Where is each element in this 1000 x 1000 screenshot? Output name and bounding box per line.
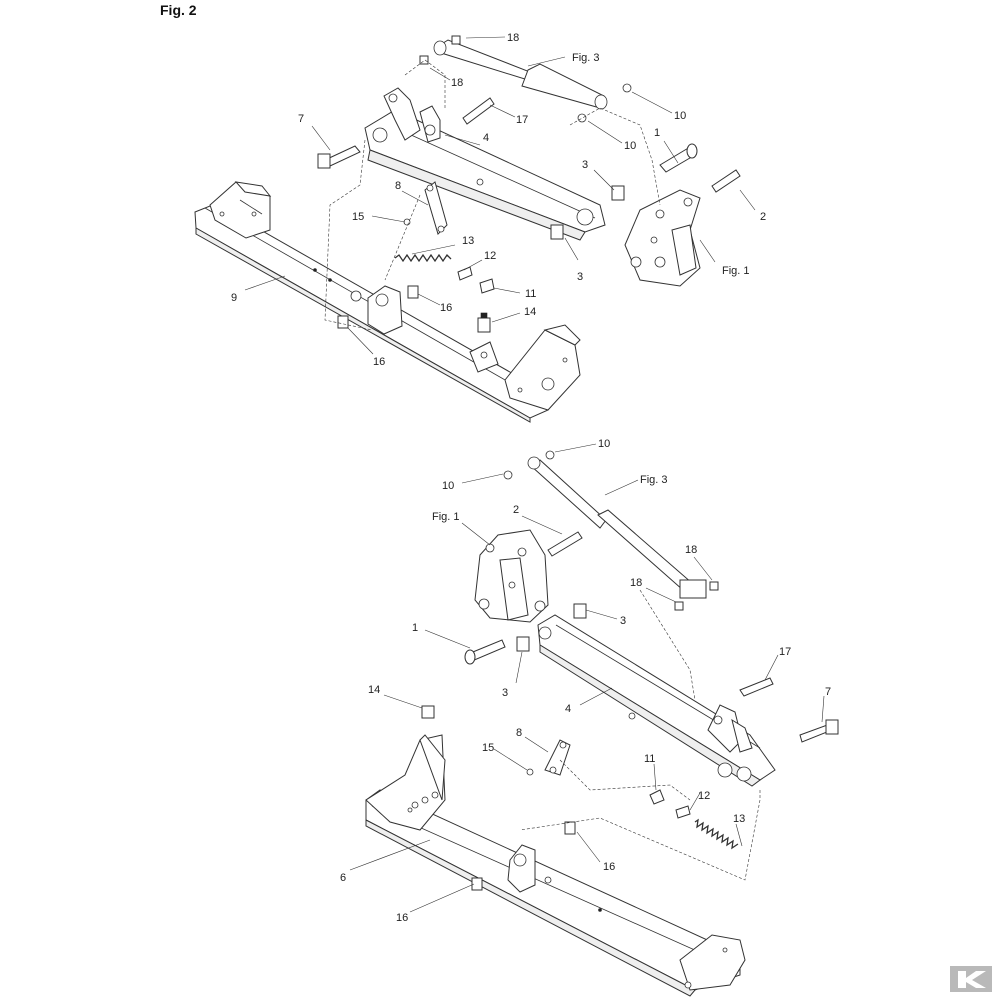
bottom-callout: 3 bbox=[620, 615, 626, 627]
bottom-callout: 10 bbox=[442, 480, 454, 492]
kramp-logo-icon bbox=[950, 966, 992, 992]
top-callout: 10 bbox=[624, 140, 636, 152]
top-callout: 1 bbox=[654, 127, 660, 139]
top-figref-2: Fig. 1 bbox=[722, 265, 750, 277]
bottom-callout: 18 bbox=[630, 577, 642, 589]
bottom-frame-beam bbox=[365, 734, 746, 997]
top-callout: 8 bbox=[395, 180, 401, 192]
bottom-arm bbox=[537, 614, 776, 787]
bottom-labels: Fig. 3 Fig. 1 10 10 2 18 18 3 1 3 4 17 7… bbox=[340, 438, 831, 924]
top-gas-strut bbox=[433, 35, 608, 110]
bottom-figref-1: Fig. 3 bbox=[640, 474, 668, 486]
bottom-callout: 10 bbox=[598, 438, 610, 450]
top-callout: 12 bbox=[484, 250, 496, 262]
bottom-leaders bbox=[349, 443, 825, 913]
bottom-bracket-fig1 bbox=[474, 529, 549, 623]
bottom-callout: 14 bbox=[368, 684, 380, 696]
top-callout: 18 bbox=[507, 32, 519, 44]
top-callout: 13 bbox=[462, 235, 474, 247]
top-callout: 3 bbox=[582, 159, 588, 171]
bottom-callout: 12 bbox=[698, 790, 710, 802]
bottom-callout: 16 bbox=[396, 912, 408, 924]
top-figref-1: Fig. 3 bbox=[572, 52, 600, 64]
top-callout: 14 bbox=[524, 306, 536, 318]
bottom-callout: 3 bbox=[502, 687, 508, 699]
top-callout: 2 bbox=[760, 211, 766, 223]
top-callout: 3 bbox=[577, 271, 583, 283]
bottom-gas-strut bbox=[527, 456, 707, 599]
top-callout: 4 bbox=[483, 132, 489, 144]
top-arm bbox=[364, 87, 606, 241]
top-frame-beam bbox=[194, 181, 581, 423]
bottom-callout: 16 bbox=[603, 861, 615, 873]
top-callout: 7 bbox=[298, 113, 304, 125]
bottom-callout: 4 bbox=[565, 703, 571, 715]
bottom-callout: 17 bbox=[779, 646, 791, 658]
bottom-callout: 7 bbox=[825, 686, 831, 698]
top-bracket-fig1 bbox=[624, 189, 701, 287]
top-callout: 16 bbox=[440, 302, 452, 314]
top-callout: 15 bbox=[352, 211, 364, 223]
bottom-callout: 8 bbox=[516, 727, 522, 739]
bottom-callout: 2 bbox=[513, 504, 519, 516]
top-leaders bbox=[244, 36, 756, 355]
bottom-alignment-lines bbox=[519, 589, 761, 881]
bottom-callout: 6 bbox=[340, 872, 346, 884]
bottom-assembly: Fig. 3 Fig. 1 10 10 2 18 18 3 1 3 4 17 7… bbox=[340, 438, 839, 997]
bottom-small-parts bbox=[421, 450, 839, 891]
top-alignment-lines bbox=[324, 59, 661, 331]
bottom-callout: 11 bbox=[644, 753, 655, 765]
top-callout: 17 bbox=[516, 114, 528, 126]
top-callout: 10 bbox=[674, 110, 686, 122]
top-callout: 16 bbox=[373, 356, 385, 368]
bottom-callout: 13 bbox=[733, 813, 745, 825]
top-callout: 18 bbox=[451, 77, 463, 89]
top-callout: 11 bbox=[525, 288, 536, 300]
top-callout: 9 bbox=[231, 292, 237, 304]
top-labels: Fig. 3 Fig. 1 18 18 17 10 10 1 4 7 3 8 2… bbox=[231, 32, 766, 368]
top-assembly: Fig. 3 Fig. 1 18 18 17 10 10 1 4 7 3 8 2… bbox=[194, 32, 766, 423]
bottom-callout: 18 bbox=[685, 544, 697, 556]
bottom-callout: 15 bbox=[482, 742, 494, 754]
figure-title: Fig. 2 bbox=[160, 2, 197, 18]
bottom-callout: 1 bbox=[412, 622, 418, 634]
bottom-figref-2: Fig. 1 bbox=[432, 511, 460, 523]
